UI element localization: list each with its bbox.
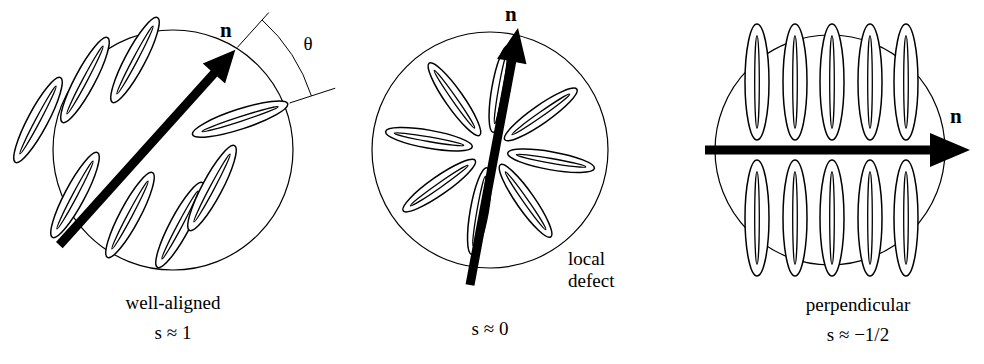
molecule-core bbox=[904, 36, 909, 129]
director-arrow bbox=[466, 28, 527, 286]
director-label: n bbox=[505, 2, 517, 26]
director-arrow bbox=[705, 133, 970, 167]
molecule-outline bbox=[894, 24, 918, 140]
panel-perpendicular bbox=[705, 24, 970, 276]
panel-defect bbox=[372, 28, 608, 286]
order-value: s ≈ 0 bbox=[472, 318, 509, 340]
director-arrow bbox=[56, 50, 235, 248]
molecule-outline bbox=[422, 58, 487, 140]
state-label: perpendicular bbox=[806, 294, 910, 316]
molecule-outline bbox=[783, 160, 807, 276]
molecule bbox=[858, 24, 882, 140]
molecule bbox=[99, 168, 162, 262]
molecule-core bbox=[503, 171, 547, 231]
molecule bbox=[745, 24, 769, 140]
molecule bbox=[181, 141, 244, 235]
molecule-core bbox=[516, 152, 586, 169]
molecule-outline bbox=[54, 33, 117, 127]
molecule-core bbox=[755, 36, 760, 129]
molecule bbox=[104, 13, 167, 107]
director-label: n bbox=[220, 18, 232, 42]
molecule-core bbox=[830, 36, 835, 129]
molecule-core bbox=[793, 172, 798, 265]
molecule-core bbox=[65, 45, 105, 115]
molecule bbox=[384, 123, 474, 156]
molecule-outline bbox=[398, 153, 480, 218]
molecule-core bbox=[394, 131, 464, 148]
angle-label: θ bbox=[303, 33, 312, 55]
molecule bbox=[493, 160, 558, 242]
molecule-core bbox=[192, 153, 232, 223]
molecule-core bbox=[904, 172, 909, 265]
molecule-core bbox=[511, 92, 571, 136]
molecule-outline bbox=[783, 24, 807, 140]
molecule-core bbox=[115, 25, 155, 95]
molecule bbox=[858, 160, 882, 276]
order-value: s ≈ 1 bbox=[155, 322, 192, 344]
molecule bbox=[506, 144, 596, 177]
molecule bbox=[500, 82, 582, 147]
molecule-core bbox=[868, 36, 873, 129]
molecule bbox=[54, 33, 117, 127]
molecule-outline bbox=[894, 160, 918, 276]
director-label: n bbox=[950, 104, 962, 128]
molecule-outline bbox=[7, 73, 70, 167]
molecule-core bbox=[18, 85, 58, 155]
defect-label: local defect bbox=[568, 248, 630, 292]
molecule bbox=[783, 24, 807, 140]
molecule-outline bbox=[99, 168, 162, 262]
molecule-outline bbox=[189, 94, 290, 144]
molecule-outline bbox=[820, 160, 844, 276]
molecule bbox=[783, 160, 807, 276]
molecule-core bbox=[409, 163, 469, 207]
molecule-core bbox=[432, 69, 476, 129]
state-label: well-aligned bbox=[126, 292, 221, 314]
molecule-core bbox=[201, 105, 279, 134]
molecule bbox=[189, 94, 290, 144]
panel-aligned bbox=[7, 13, 336, 273]
molecule bbox=[422, 58, 487, 140]
molecule bbox=[820, 160, 844, 276]
molecule-core bbox=[830, 172, 835, 265]
molecule-core bbox=[868, 172, 873, 265]
extension-line bbox=[237, 13, 268, 48]
molecule-outline bbox=[181, 141, 244, 235]
molecule bbox=[745, 160, 769, 276]
molecule-outline bbox=[745, 160, 769, 276]
molecule bbox=[7, 73, 70, 167]
molecule-outline bbox=[384, 123, 474, 156]
molecule-outline bbox=[858, 160, 882, 276]
molecule-outline bbox=[745, 24, 769, 140]
molecule-core bbox=[793, 36, 798, 129]
molecule-outline bbox=[500, 82, 582, 147]
molecule-core bbox=[755, 172, 760, 265]
molecule-outline bbox=[493, 160, 558, 242]
molecule bbox=[398, 153, 480, 218]
molecule bbox=[820, 24, 844, 140]
molecule-outline bbox=[858, 24, 882, 140]
molecule-outline bbox=[104, 13, 167, 107]
order-value: s ≈ −1/2 bbox=[827, 324, 889, 346]
angle-arc bbox=[262, 20, 311, 96]
molecule-core bbox=[110, 180, 150, 250]
extension-line bbox=[290, 88, 336, 103]
region-circle bbox=[372, 32, 608, 268]
molecule-outline bbox=[820, 24, 844, 140]
region-circle bbox=[53, 30, 293, 270]
molecule bbox=[894, 160, 918, 276]
molecule bbox=[894, 24, 918, 140]
molecule-core bbox=[55, 160, 95, 230]
molecule-outline bbox=[506, 144, 596, 177]
